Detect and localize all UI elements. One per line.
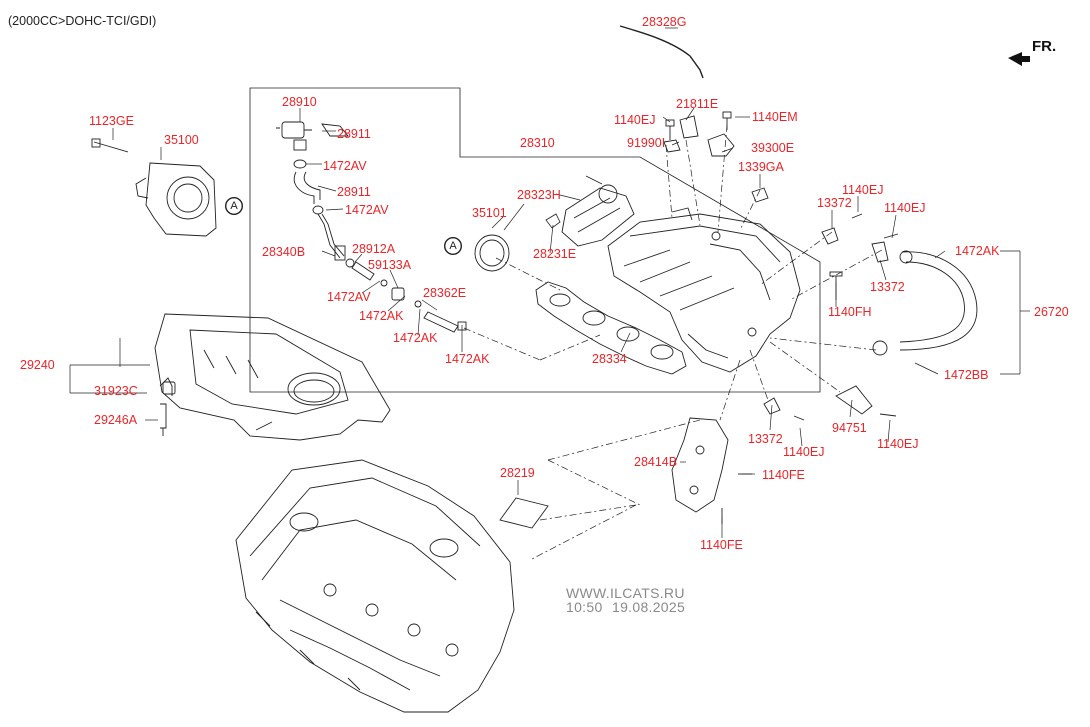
actuator (561, 184, 635, 247)
ref-label-a1: A (225, 197, 243, 215)
part-91990i[interactable]: 91990I (627, 136, 666, 150)
watermark-date: 19.08.2025 (612, 599, 686, 615)
front-direction-label: FR. (1032, 38, 1057, 55)
part-21811e[interactable]: 21811E (676, 97, 719, 111)
intake-manifold (607, 207, 801, 373)
part-94751[interactable]: 94751 (832, 421, 867, 435)
part-1472bb[interactable]: 1472BB (944, 368, 989, 382)
part-13372[interactable]: 13372 (817, 196, 852, 210)
part-1140em[interactable]: 1140EM (752, 110, 798, 124)
part-1123ge[interactable]: 1123GE (89, 114, 134, 128)
intake-gasket (535, 281, 687, 375)
part-28328g[interactable]: 28328G (642, 15, 687, 29)
part-28362e[interactable]: 28362E (423, 286, 467, 300)
part-39300e[interactable]: 39300E (751, 141, 795, 155)
part-29240[interactable]: 29240 (20, 358, 55, 372)
engine-cover (154, 313, 391, 441)
part-1472ak[interactable]: 1472AK (445, 352, 490, 366)
part-28340b[interactable]: 28340B (262, 245, 306, 259)
part-1472av[interactable]: 1472AV (323, 159, 367, 173)
part-1140ej[interactable]: 1140EJ (877, 437, 919, 451)
part-28323h[interactable]: 28323H (517, 188, 561, 202)
gasket-ring (474, 234, 510, 272)
watermark-time: 10:50 (566, 599, 603, 615)
wire-28328g (619, 25, 704, 79)
part-1140fe[interactable]: 1140FE (762, 468, 805, 482)
part-29246a[interactable]: 29246A (94, 413, 138, 427)
part-31923c[interactable]: 31923C (94, 384, 138, 398)
part-28334[interactable]: 28334 (592, 352, 627, 366)
dash-dot-lines (463, 124, 883, 561)
lower-right-hardware (763, 385, 897, 421)
part-28911[interactable]: 28911 (337, 127, 371, 141)
part-1140ej[interactable]: 1140EJ (614, 113, 656, 127)
group-frame (249, 87, 821, 393)
part-1140ej[interactable]: 1140EJ (783, 445, 825, 459)
ref-label-a2: A (444, 237, 462, 255)
clip-28231e (545, 213, 561, 229)
part-1140ej[interactable]: 1140EJ (842, 183, 884, 197)
part-59133a[interactable]: 59133A (368, 258, 412, 272)
grommet-bolt (160, 381, 176, 436)
part-1140ej[interactable]: 1140EJ (884, 201, 926, 215)
part-1472av[interactable]: 1472AV (345, 203, 389, 217)
part-1140fh[interactable]: 1140FH (828, 305, 872, 319)
part-28912a[interactable]: 28912A (352, 242, 396, 256)
part-13372[interactable]: 13372 (870, 280, 905, 294)
part-1472ak[interactable]: 1472AK (393, 331, 438, 345)
leader-lines (69, 27, 1030, 538)
part-1472ak[interactable]: 1472AK (359, 309, 404, 323)
part-28414b[interactable]: 28414B (634, 455, 678, 469)
part-26720[interactable]: 26720 (1034, 305, 1069, 319)
part-28231e[interactable]: 28231E (533, 247, 577, 261)
cylinder-head (235, 459, 515, 713)
part-28910[interactable]: 28910 (282, 95, 317, 109)
part-1140fe[interactable]: 1140FE (700, 538, 743, 552)
cover-28219 (499, 497, 549, 529)
vacuum-hardware (276, 121, 467, 333)
part-1339ga[interactable]: 1339GA (738, 160, 784, 174)
part-28219[interactable]: 28219 (500, 466, 535, 480)
part-35101[interactable]: 35101 (472, 206, 507, 220)
part-13372[interactable]: 13372 (748, 432, 783, 446)
part-1472ak[interactable]: 1472AK (955, 244, 1000, 258)
direction-arrow (1008, 52, 1030, 66)
bracket-28414b (671, 417, 752, 524)
part-35100[interactable]: 35100 (164, 133, 199, 147)
watermark-site: WWW.ILCATS.RU (566, 585, 685, 601)
part-28310[interactable]: 28310 (520, 136, 555, 150)
variant-header: (2000CC>DOHC-TCI/GDI) (8, 14, 157, 28)
sensor-hardware (585, 111, 769, 203)
throttle-body (91, 138, 217, 237)
part-28911[interactable]: 28911 (337, 185, 371, 199)
right-hardware (821, 213, 978, 356)
part-1472av[interactable]: 1472AV (327, 290, 371, 304)
